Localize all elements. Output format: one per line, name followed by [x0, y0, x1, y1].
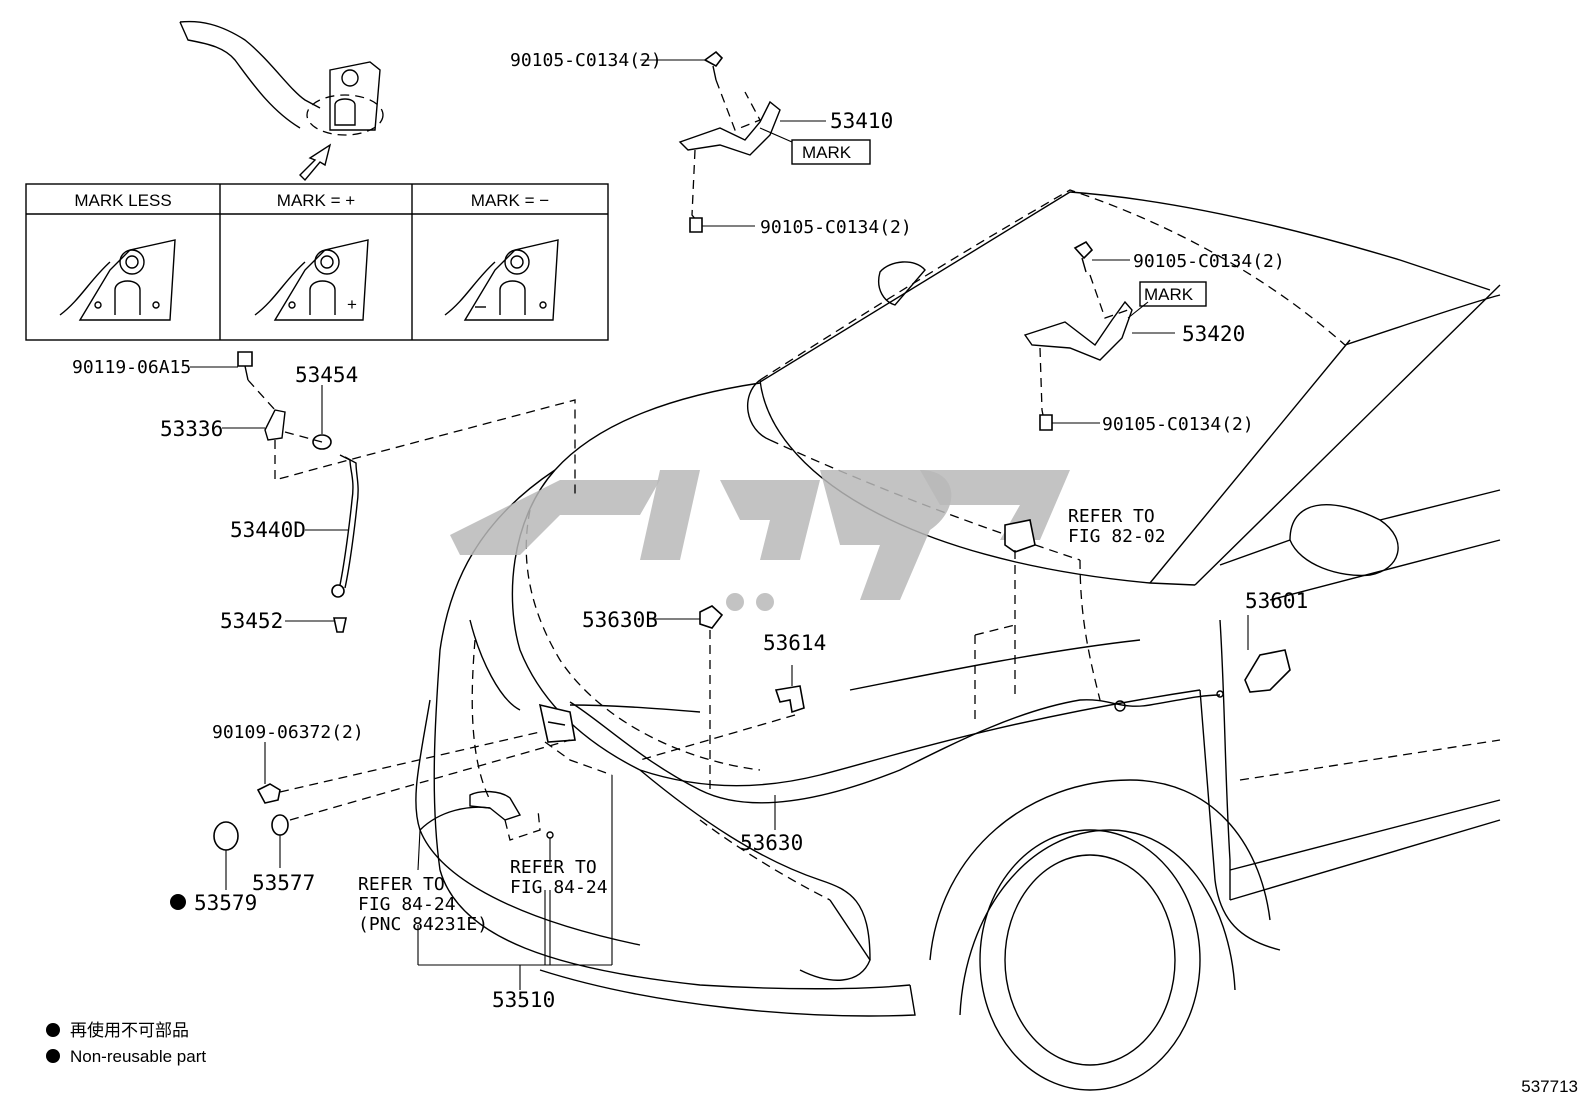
label-part-53510: 53510: [492, 988, 555, 1012]
label-part-53420: 53420: [1182, 322, 1245, 346]
mark-table-col1-label: MARK LESS: [74, 191, 171, 210]
legend-bullet-1: [46, 1023, 60, 1037]
hood-lock-assembly: [213, 519, 1291, 990]
label-part-53630b: 53630B: [582, 608, 658, 632]
label-mark-2: MARK: [1144, 285, 1194, 304]
mark-table-col3-label: MARK = −: [471, 191, 549, 210]
label-part-53452: 53452: [220, 609, 283, 633]
hinge-53410: [640, 50, 871, 233]
mark-table-col2-label: MARK = +: [277, 191, 355, 210]
support-rod-assembly: [190, 351, 576, 633]
legend-item-1: 再使用不可部品: [70, 1020, 189, 1040]
svg-text:+: +: [347, 295, 357, 314]
label-part-53601: 53601: [1245, 589, 1308, 613]
legend-item-2: Non-reusable part: [70, 1047, 206, 1066]
bracket-mark-less: [59, 239, 176, 321]
label-ref-84-b-line2: FIG 84-24: [510, 877, 608, 898]
label-ref-84-b-line1: REFER TO: [510, 857, 597, 878]
label-ref-84-a-line2: FIG 84-24: [358, 894, 456, 915]
label-mark-1: MARK: [802, 143, 852, 162]
label-part-53410: 53410: [830, 109, 893, 133]
label-part-53577: 53577: [252, 871, 315, 895]
label-ref-82-line1: REFER TO: [1068, 506, 1155, 527]
bracket-mark-minus: [444, 239, 559, 321]
label-part-53336: 53336: [160, 417, 223, 441]
figure-number: 537713: [1521, 1077, 1578, 1096]
label-part-53630: 53630: [740, 831, 803, 855]
label-part-53440d: 53440D: [230, 518, 306, 542]
label-ref-84-a-line3: (PNC 84231E): [358, 914, 488, 935]
label-bolt-90105-b: 90105-C0134(2): [760, 217, 912, 238]
car-outline: [415, 189, 1501, 1091]
label-ref-82-line2: FIG 82-02: [1068, 526, 1166, 547]
legend: 再使用不可部品 Non-reusable part: [46, 1020, 206, 1066]
label-part-53614: 53614: [763, 631, 826, 655]
part-labels: 90105-C0134(2) 53410 MARK 90105-C0134(2)…: [72, 50, 1308, 1012]
bracket-mark-plus: +: [254, 239, 369, 321]
label-bolt-90119: 90119-06A15: [72, 357, 191, 378]
hinge-detail-view: [179, 20, 384, 182]
label-part-53454: 53454: [295, 363, 358, 387]
legend-bullet-2: [46, 1049, 60, 1063]
non-reusable-marker: [170, 894, 186, 910]
label-bolt-90109: 90109-06372(2): [212, 722, 364, 743]
hinge-53420: [1023, 240, 1207, 431]
label-bolt-90105-a: 90105-C0134(2): [510, 50, 662, 71]
mark-table: MARK LESS MARK = + MARK = − +: [25, 183, 609, 341]
watermark-logo: [450, 470, 1070, 611]
label-part-53579: 53579: [194, 891, 257, 915]
label-bolt-90105-c: 90105-C0134(2): [1133, 251, 1285, 272]
label-ref-84-a-line1: REFER TO: [358, 874, 445, 895]
label-bolt-90105-d: 90105-C0134(2): [1102, 414, 1254, 435]
